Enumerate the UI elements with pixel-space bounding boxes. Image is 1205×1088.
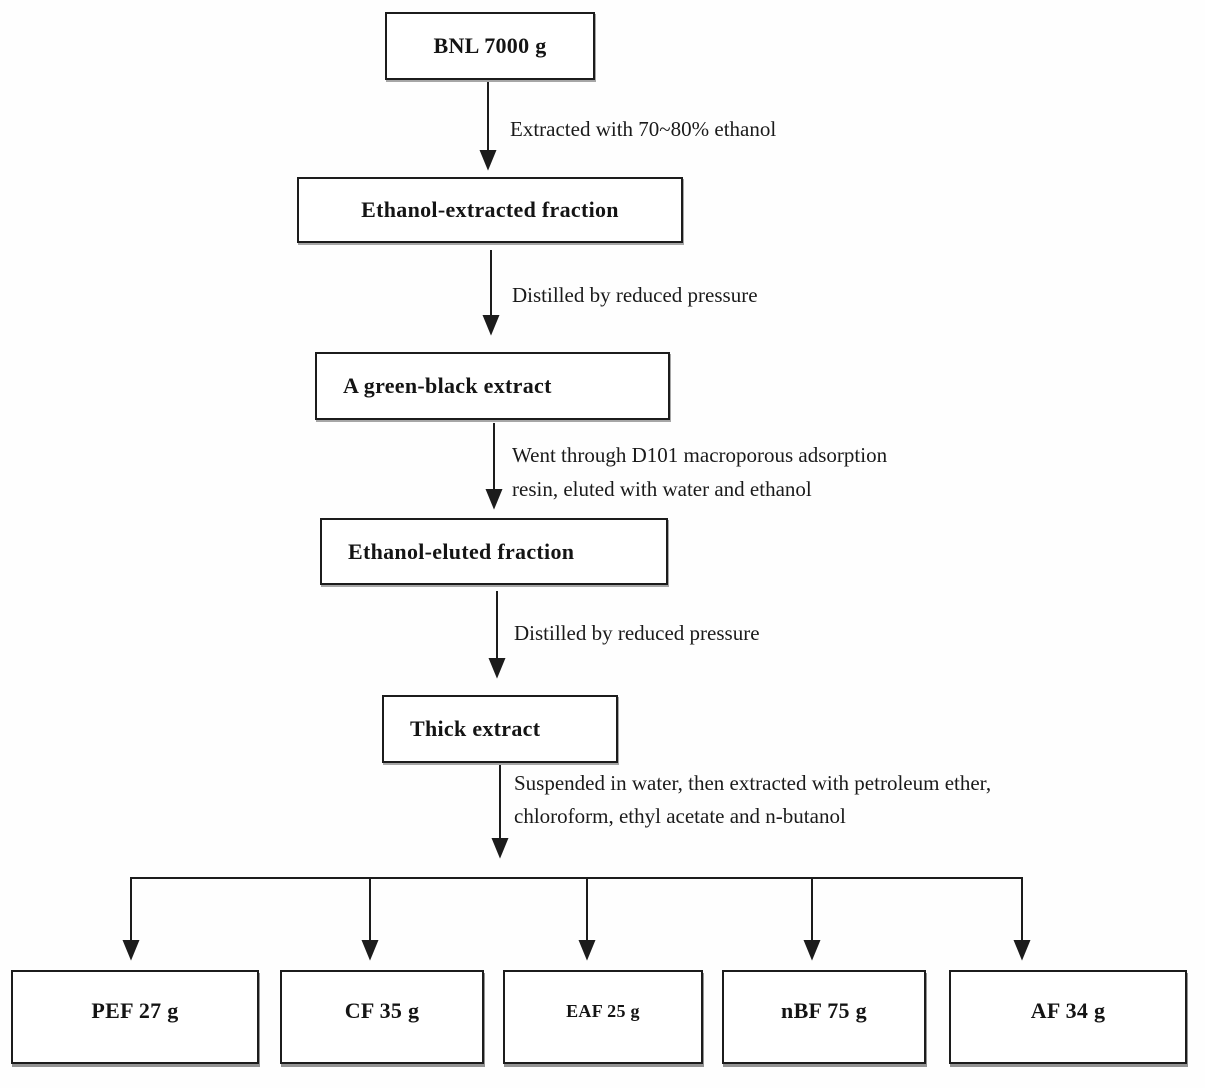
fraction-box-eaf: EAF 25 g	[503, 970, 703, 1064]
arrowhead-resin	[485, 489, 503, 510]
node-green-black-extract: A green-black extract	[315, 352, 670, 420]
fraction-box-af: AF 34 g	[949, 970, 1187, 1064]
edge-label-extract: Extracted with 70~80% ethanol	[510, 117, 777, 141]
edge-label-distill-2: Distilled by reduced pressure	[514, 621, 760, 645]
arrowhead-distill1	[482, 315, 500, 336]
arrowhead-extract	[479, 150, 497, 171]
edge-label-resin-line2: resin, eluted with water and ethanol	[512, 477, 812, 501]
fraction-box-pef: PEF 27 g	[11, 970, 259, 1064]
arrowhead-eaf	[578, 940, 596, 961]
arrowhead-distill2	[488, 658, 506, 679]
arrowhead-partition	[491, 838, 509, 859]
edge-label-resin: Went through D101 macroporous adsorption…	[512, 438, 887, 506]
node-ethanol-extracted-fraction: Ethanol-extracted fraction	[297, 177, 683, 243]
arrowhead-pef	[122, 940, 140, 961]
arrowhead-cf	[361, 940, 379, 961]
edge-label-partition-line1: Suspended in water, then extracted with …	[514, 771, 992, 795]
node-bnl: BNL 7000 g	[385, 12, 595, 80]
edge-label-partition: Suspended in water, then extracted with …	[514, 767, 991, 833]
edge-label-distill-1: Distilled by reduced pressure	[512, 283, 758, 307]
fraction-box-cf: CF 35 g	[280, 970, 484, 1064]
edge-label-partition-line2: chloroform, ethyl acetate and n-butanol	[514, 804, 846, 828]
node-thick-extract: Thick extract	[382, 695, 618, 763]
fraction-box-nbf: nBF 75 g	[722, 970, 926, 1064]
node-ethanol-eluted-fraction: Ethanol-eluted fraction	[320, 518, 668, 585]
arrowhead-af	[1013, 940, 1031, 961]
edge-label-resin-line1: Went through D101 macroporous adsorption	[512, 443, 888, 467]
arrowhead-nbf	[803, 940, 821, 961]
